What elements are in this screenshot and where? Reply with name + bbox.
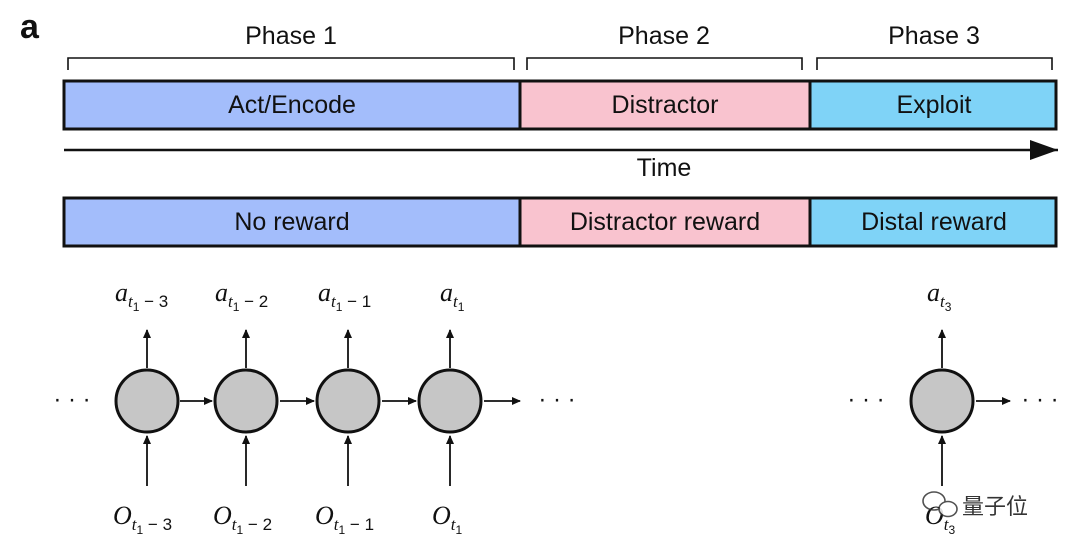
wechat-icon: [922, 491, 958, 518]
phase-2-label: Phase 2: [618, 22, 710, 50]
reward-label-none: No reward: [234, 208, 349, 236]
reward-label-distal: Distal reward: [861, 208, 1007, 236]
rnn-node-5: at3 Ot3: [909, 278, 975, 537]
watermark-text: 量子位: [962, 494, 1028, 519]
task-label-act-encode: Act/Encode: [228, 91, 356, 119]
reward-segment-distal: [808, 196, 1058, 248]
obs-label-2: Ot1 − 2: [213, 501, 272, 537]
reward-label-distractor: Distractor reward: [570, 208, 760, 236]
phase-1-label: Phase 1: [245, 22, 337, 50]
hidden-state-node-2: [213, 368, 279, 434]
ellipsis-right-before: · · ·: [847, 386, 884, 413]
panel-label: a: [20, 8, 40, 46]
task-segment-exploit: [808, 79, 1058, 131]
phase-3-bracket: [816, 57, 1053, 70]
hidden-state-node-3: [315, 368, 381, 434]
action-label-1: at1 − 3: [115, 278, 168, 314]
ellipsis-right-after: · · ·: [1021, 386, 1058, 413]
hidden-state-node-4: [417, 368, 483, 434]
watermark: 量子位: [922, 491, 1028, 519]
action-label-5: at3: [927, 278, 952, 314]
task-segment-act-encode: [62, 79, 522, 131]
task-label-distractor: Distractor: [612, 91, 719, 119]
rnn-node-2: at1 − 2 Ot1 − 2: [213, 278, 279, 537]
phase-1-bracket: [67, 57, 515, 70]
obs-label-1: Ot1 − 3: [113, 501, 172, 537]
reward-bar: No reward Distractor reward Distal rewar…: [62, 196, 1058, 248]
phase-2-bracket: [526, 57, 803, 70]
task-label-exploit: Exploit: [896, 91, 971, 119]
obs-label-4: Ot1: [432, 501, 463, 537]
rnn-node-3: at1 − 1 Ot1 − 1: [315, 278, 381, 537]
task-bar: Act/Encode Distractor Exploit: [62, 79, 1058, 131]
action-label-4: at1: [440, 278, 465, 314]
ellipsis-middle: · · ·: [538, 386, 575, 413]
hidden-state-node-1: [114, 368, 180, 434]
task-segment-distractor: [518, 79, 812, 131]
action-label-3: at1 − 1: [318, 278, 371, 314]
time-label: Time: [637, 154, 692, 182]
rnn-node-4: at1 Ot1: [417, 278, 483, 537]
phase-3-label: Phase 3: [888, 22, 980, 50]
obs-label-3: Ot1 − 1: [315, 501, 374, 537]
hidden-state-node-5: [909, 368, 975, 434]
ellipsis-left: · · ·: [53, 386, 90, 413]
rnn-node-1: at1 − 3 Ot1 − 3: [113, 278, 180, 537]
action-label-2: at1 − 2: [215, 278, 268, 314]
